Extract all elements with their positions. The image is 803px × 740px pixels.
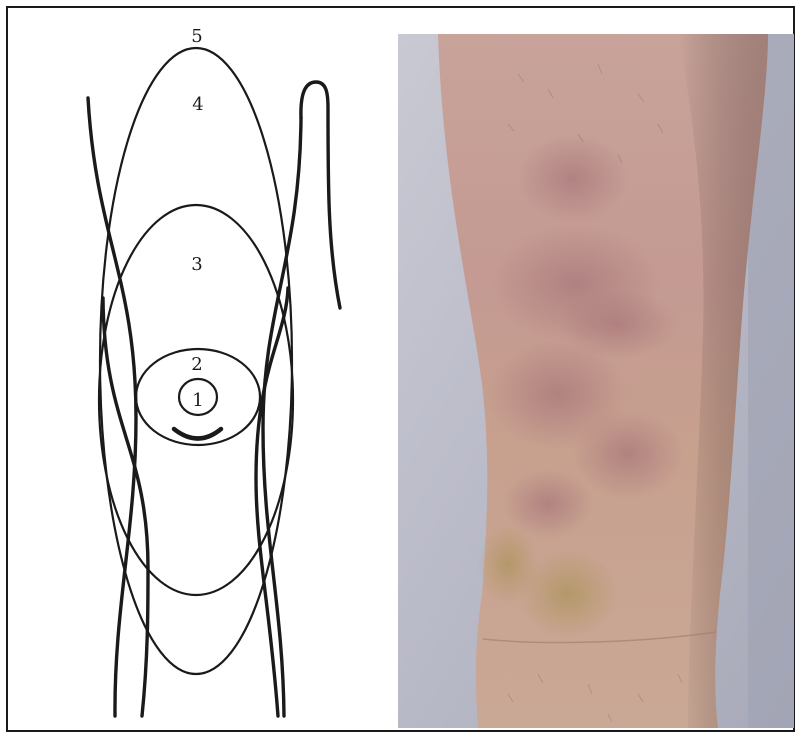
knee-zones-diagram: 5 4 3 2 1 [68,18,358,730]
patella-arc [174,429,221,439]
leg-outline-inner-left [103,298,148,716]
leg-outline-hook [301,82,340,308]
zone-2-label: 2 [191,354,202,375]
zone-5-label: 5 [191,26,202,47]
zone-3-label: 3 [191,254,202,275]
figure-frame: 5 4 3 2 1 [6,6,795,732]
leg-outline-inner-right [256,288,288,716]
leg-outline-left [88,98,136,716]
zone-1-label: 1 [192,390,203,411]
knee-photo [398,34,794,728]
zone-4-label: 4 [192,94,203,115]
